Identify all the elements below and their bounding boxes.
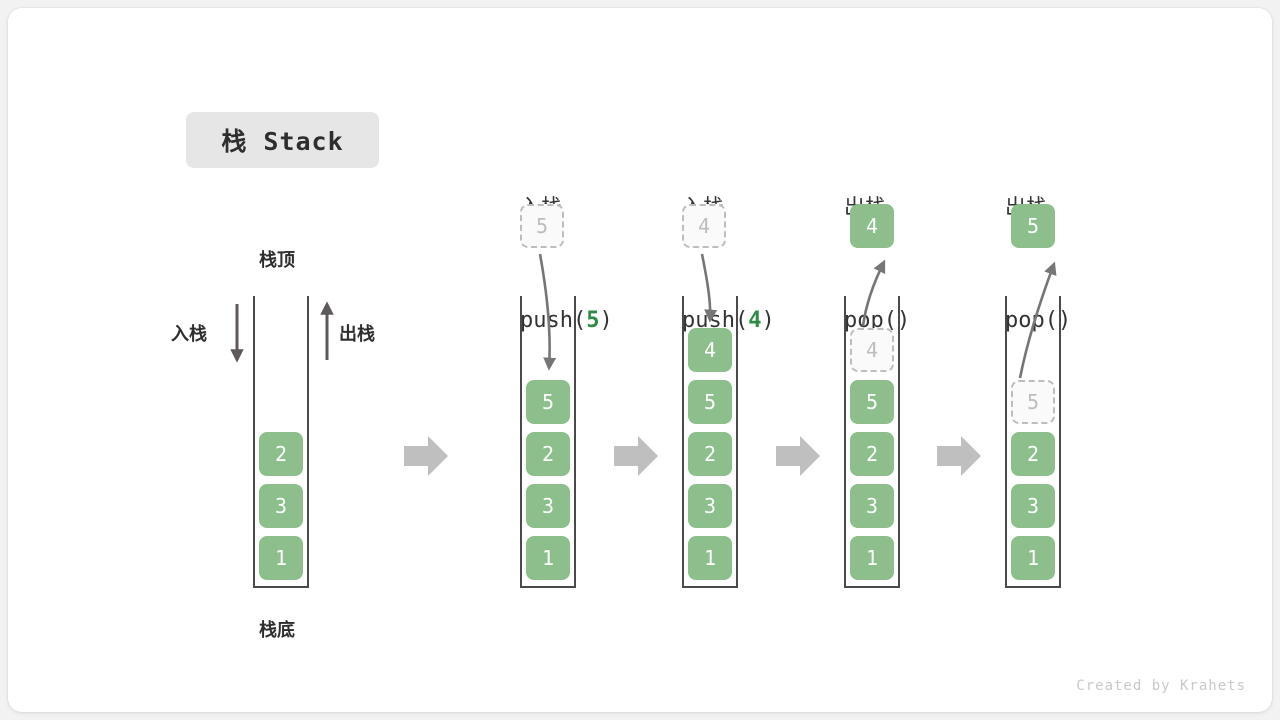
popped-value: 4: [850, 204, 894, 248]
stack-cell: 1: [688, 536, 732, 580]
stack-cell: 1: [850, 536, 894, 580]
diagram-stage: 栈 Stack 入栈 push(5) 入栈 push(4) 出栈 pop() 出…: [8, 8, 1272, 712]
flow-arrow: [776, 436, 820, 476]
tube-floor: [253, 586, 309, 588]
popped-value: 5: [1011, 204, 1055, 248]
flow-arrow: [404, 436, 448, 476]
stack-tube-pop-5: [1005, 296, 1061, 588]
stack-cell: 5: [850, 380, 894, 424]
step-arg-push-4: 4: [748, 308, 762, 333]
tube-wall-right: [1059, 296, 1061, 588]
stack-tube-push-4: [682, 296, 738, 588]
stack-cell: 2: [1011, 432, 1055, 476]
pop-direction-label: 出栈: [339, 324, 375, 345]
stack-cell: 3: [688, 484, 732, 528]
credit-text: Created by Krahets: [1076, 678, 1246, 694]
tube-wall-right: [574, 296, 576, 588]
tube-wall-left: [253, 296, 255, 588]
stack-top-label: 栈顶: [259, 250, 295, 271]
vacated-slot: 4: [850, 328, 894, 372]
stack-cell: 2: [688, 432, 732, 476]
stack-cell: 2: [850, 432, 894, 476]
tube-wall-right: [307, 296, 309, 588]
vacated-slot: 5: [1011, 380, 1055, 424]
stack-cell: 5: [688, 380, 732, 424]
stack-tube-initial: [253, 296, 309, 588]
tube-wall-left: [682, 296, 684, 588]
stack-bottom-label: 栈底: [259, 620, 295, 641]
stack-cell: 1: [259, 536, 303, 580]
tube-floor: [844, 586, 900, 588]
stack-cell: 4: [688, 328, 732, 372]
stack-tube-pop-4: [844, 296, 900, 588]
tube-floor: [520, 586, 576, 588]
tube-wall-left: [1005, 296, 1007, 588]
push-direction-label: 入栈: [171, 324, 207, 345]
tube-wall-left: [520, 296, 522, 588]
stack-tube-push-5: [520, 296, 576, 588]
diagram-title: 栈 Stack: [186, 112, 379, 168]
tube-floor: [682, 586, 738, 588]
step-arg-push-5: 5: [586, 308, 600, 333]
stack-cell: 2: [526, 432, 570, 476]
pending-push-value: 5: [520, 204, 564, 248]
stack-cell: 1: [1011, 536, 1055, 580]
pending-push-value: 4: [682, 204, 726, 248]
stack-cell: 3: [259, 484, 303, 528]
tube-wall-right: [898, 296, 900, 588]
tube-wall-right: [736, 296, 738, 588]
stack-cell: 3: [850, 484, 894, 528]
stack-cell: 2: [259, 432, 303, 476]
flow-arrow: [937, 436, 981, 476]
stack-cell: 1: [526, 536, 570, 580]
flow-arrow: [614, 436, 658, 476]
stack-cell: 3: [1011, 484, 1055, 528]
stack-cell: 5: [526, 380, 570, 424]
diagram-card: 栈 Stack 入栈 push(5) 入栈 push(4) 出栈 pop() 出…: [8, 8, 1272, 712]
tube-floor: [1005, 586, 1061, 588]
stack-cell: 3: [526, 484, 570, 528]
tube-wall-left: [844, 296, 846, 588]
